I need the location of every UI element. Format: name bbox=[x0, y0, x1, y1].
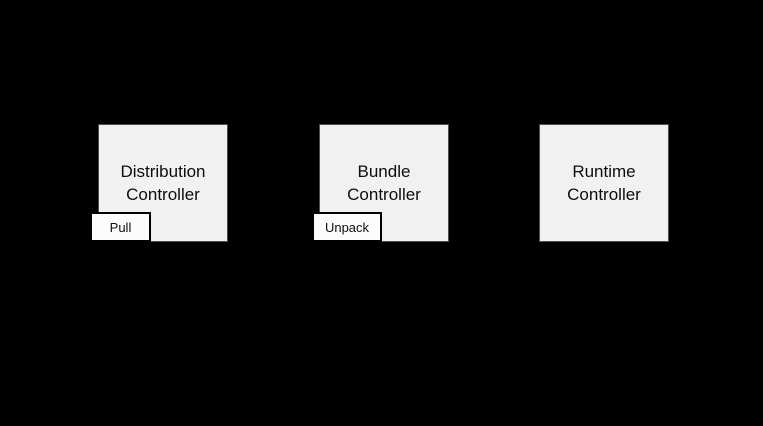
runtime-controller-node: Runtime Controller bbox=[539, 124, 669, 242]
pull-action-box: Pull bbox=[90, 212, 151, 242]
unpack-action-label: Unpack bbox=[324, 219, 370, 235]
distribution-controller-label: Distribution Controller bbox=[120, 162, 206, 204]
bundle-controller-label: Bundle Controller bbox=[347, 162, 421, 204]
runtime-controller-label: Runtime Controller bbox=[567, 162, 641, 204]
unpack-action-box: Unpack bbox=[312, 212, 382, 242]
pull-action-label: Pull bbox=[109, 219, 132, 235]
